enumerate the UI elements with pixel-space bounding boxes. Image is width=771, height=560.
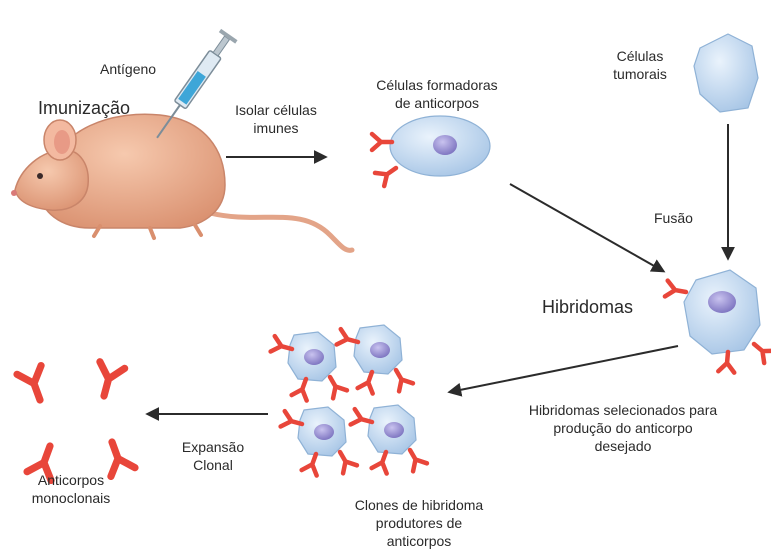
label-antigen: Antígeno xyxy=(100,60,156,78)
label-selected-hybridomas: Hibridomas selecionados para produção do… xyxy=(512,401,734,455)
hybridoma-cell xyxy=(665,270,771,373)
label-immunization: Imunização xyxy=(38,97,130,119)
label-isolate: Isolar células imunes xyxy=(220,101,332,137)
label-monoclonal-antibodies: Anticorpos monoclonais xyxy=(18,471,124,507)
tumor-cell xyxy=(694,34,758,112)
label-antibody-forming-cells: Células formadoras de anticorpos xyxy=(362,76,512,112)
label-tumor-cells: Células tumorais xyxy=(598,47,682,83)
monoclonal-antibodies xyxy=(17,362,135,481)
label-clonal-expansion: Expansão Clonal xyxy=(170,438,256,474)
arrow-to-hybridoma xyxy=(510,184,663,271)
hybridoma-clones xyxy=(271,325,427,476)
label-hybridomas: Hibridomas xyxy=(542,296,633,318)
label-fusion: Fusão xyxy=(654,209,693,227)
label-clones: Clones de hibridoma produtores de antico… xyxy=(338,496,500,550)
antibody-forming-cell xyxy=(372,116,490,186)
arrow-select xyxy=(450,346,678,392)
